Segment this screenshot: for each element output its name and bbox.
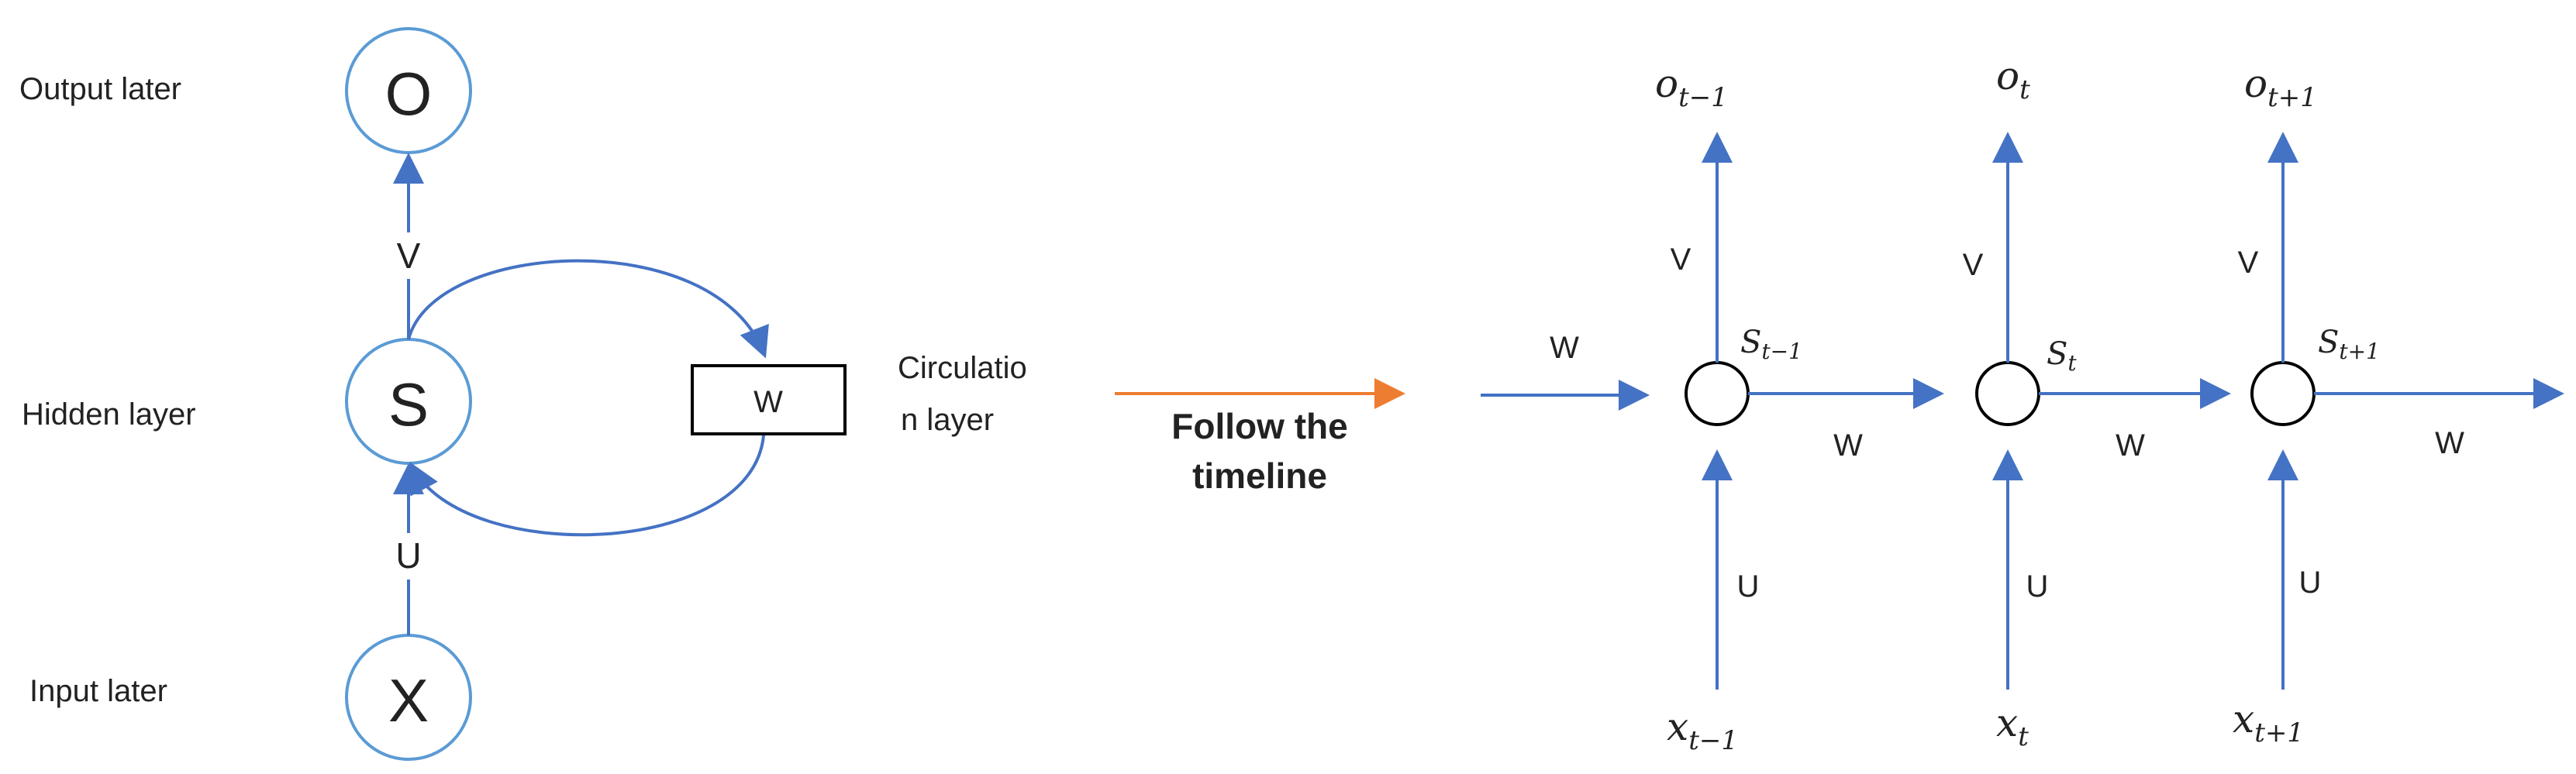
hidden-node-t-minus-1 [1685, 361, 1750, 426]
v-label-t: V [1963, 248, 1984, 282]
input-node-label: X [388, 666, 429, 734]
v-label-t-minus-1: V [1671, 243, 1691, 277]
state-t-plus-1-base: S [2318, 325, 2339, 360]
u-label-bg [388, 533, 429, 580]
hidden-node-t [1975, 361, 2040, 426]
input-layer-label: Input later [29, 674, 167, 708]
v-label-bg [388, 232, 429, 279]
output-t: ot [1996, 53, 2030, 105]
u-label-t-minus-1: U [1737, 569, 1760, 604]
output-t-base: o [1996, 53, 2019, 98]
output-t-minus-1: ot−1 [1655, 61, 1728, 113]
output-t-plus-1-sub: t+1 [2267, 82, 2317, 113]
output-t-minus-1-base: o [1655, 61, 1678, 106]
input-t-plus-1: xt+1 [2233, 697, 2304, 748]
v-label-t-plus-1: V [2238, 246, 2259, 280]
loop-arrow-bottom [409, 435, 765, 537]
input-t-plus-1-sub: t+1 [2254, 717, 2304, 748]
state-t-sub: t [2067, 350, 2077, 376]
output-t-plus-1: ot+1 [2244, 61, 2317, 113]
output-t-minus-1-sub: t−1 [1678, 82, 1728, 113]
w-label-t-plus-1: W [2435, 426, 2464, 460]
output-t-sub: t [2019, 74, 2030, 105]
incoming-w-label: W [1550, 331, 1579, 365]
u-label-t-plus-1: U [2299, 566, 2322, 600]
output-node-label: O [385, 60, 433, 128]
u-label: U [395, 535, 421, 576]
timeline-label-line1: Follow the [1171, 406, 1347, 446]
circulation-label-line1: Circulatio [898, 351, 1027, 385]
state-t-minus-1-sub: t−1 [1761, 339, 1802, 364]
state-t-base: S [2047, 336, 2067, 372]
u-label-t: U [2026, 569, 2049, 604]
hidden-node-label: S [388, 370, 429, 439]
state-t-minus-1-base: S [1740, 325, 1761, 360]
w-label-t-minus-1: W [1833, 428, 1863, 463]
state-t: St [2047, 336, 2077, 376]
hidden-layer-label: Hidden layer [22, 397, 196, 432]
input-t-base: x [1996, 700, 2018, 745]
output-t-plus-1-base: o [2244, 61, 2267, 106]
state-t-plus-1: St+1 [2318, 325, 2380, 364]
input-t-minus-1: xt−1 [1667, 704, 1738, 756]
w-box [691, 364, 847, 435]
input-t-minus-1-base: x [1667, 704, 1688, 749]
loop-arrow-top [407, 259, 769, 359]
state-t-plus-1-sub: t+1 [2339, 339, 2380, 364]
input-t-sub: t [2018, 721, 2029, 752]
timeline-label-line2: timeline [1192, 456, 1327, 496]
w-label-t: W [2116, 428, 2145, 463]
circulation-label-line2: n layer [901, 403, 994, 437]
input-t: xt [1996, 700, 2029, 752]
input-t-plus-1-base: x [2233, 697, 2254, 741]
output-layer-label: Output later [19, 72, 181, 106]
w-box-label: W [753, 385, 783, 419]
v-label: V [397, 236, 421, 276]
input-t-minus-1-sub: t−1 [1688, 725, 1738, 756]
hidden-node-t-plus-1 [2250, 361, 2316, 426]
state-t-minus-1: St−1 [1740, 325, 1802, 364]
